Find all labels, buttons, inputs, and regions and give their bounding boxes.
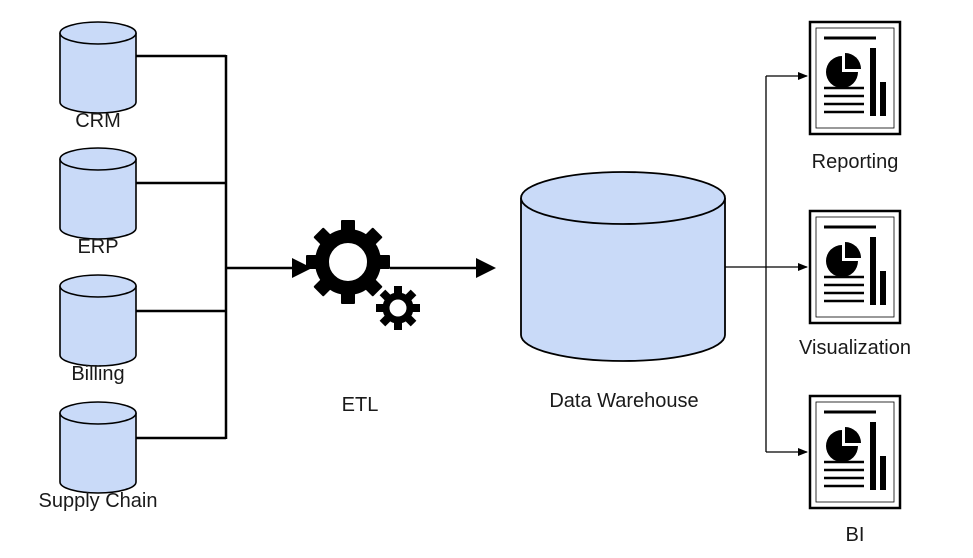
report-document-icon bbox=[808, 20, 902, 136]
source-label-crm: CRM bbox=[75, 110, 121, 132]
arrow-to-warehouse bbox=[476, 258, 496, 278]
database-icon bbox=[520, 171, 726, 362]
source-label-billing: Billing bbox=[71, 363, 125, 385]
source-label-erp: ERP bbox=[77, 236, 119, 258]
database-icon bbox=[59, 274, 137, 367]
output-label-reporting: Reporting bbox=[811, 151, 899, 173]
output-connectors bbox=[725, 72, 808, 456]
database-icon bbox=[59, 401, 137, 494]
etl-label: ETL bbox=[341, 394, 379, 416]
database-icon bbox=[59, 21, 137, 114]
warehouse-label: Data Warehouse bbox=[549, 390, 699, 412]
output-label-bi: BI bbox=[845, 524, 865, 546]
output-label-visualization: Visualization bbox=[799, 337, 911, 359]
database-icon bbox=[59, 147, 137, 240]
report-document-icon bbox=[808, 209, 902, 325]
arrow-to-etl bbox=[292, 258, 312, 278]
source-connectors bbox=[136, 54, 292, 440]
report-document-icon bbox=[808, 394, 902, 510]
source-label-supply-chain: Supply Chain bbox=[38, 490, 158, 512]
gears-icon bbox=[306, 220, 420, 330]
